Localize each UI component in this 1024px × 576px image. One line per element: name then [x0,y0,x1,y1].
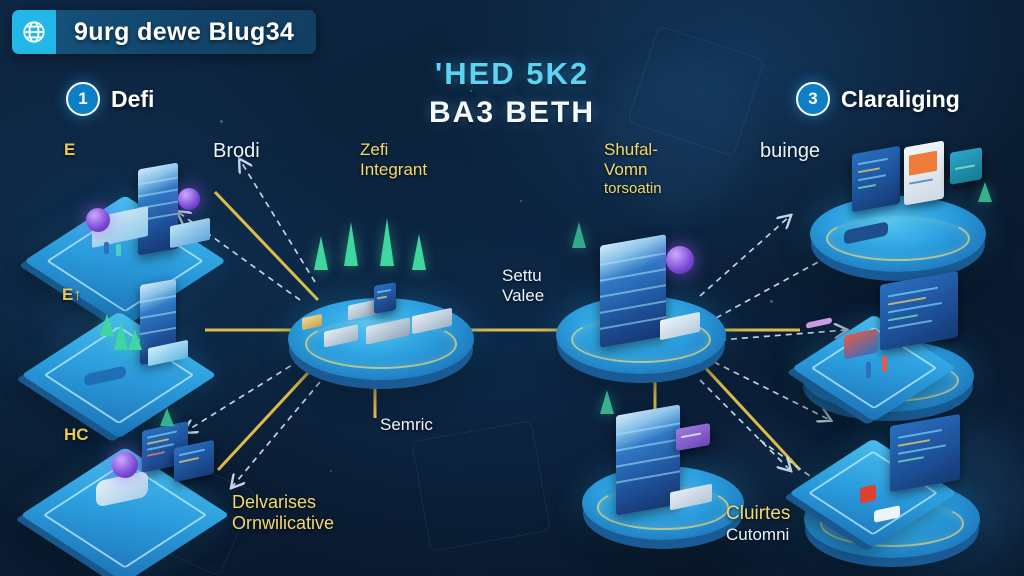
tree-icon [978,182,992,202]
section-label: Defi [111,85,155,112]
section-number-badge: 1 [66,82,100,116]
code-panel [890,413,960,493]
figure [104,242,109,254]
label-settu-valee: Settu Valee [502,266,544,306]
figure [866,362,871,378]
hub-second [556,222,726,380]
label-zefi-line2: Integrant [360,160,428,180]
display-panel [174,439,214,483]
island-left-3 [20,400,260,576]
label-zefi-integrant: Zefi Integrant [360,140,427,180]
banner-title: 9urg dewe Blug34 [74,17,295,46]
island-left-2 [21,270,248,439]
hub-center [288,218,474,390]
label-shufal-line1: Shufal- [604,140,658,159]
figure [116,244,121,256]
tree-icon [600,390,614,414]
label-glyph-e1: E [64,140,76,159]
figure [882,356,887,372]
title-banner[interactable]: 9urg dewe Blug34 [12,10,317,54]
display-panel [950,147,982,185]
code-panel [880,271,958,351]
section-header-defi[interactable]: 1 Defi [66,82,154,116]
globe-icon [12,10,56,54]
tree-icon [100,314,114,336]
prop-block [806,317,832,329]
display-panel [374,282,396,314]
tree-icon [114,322,128,350]
decorative-orb [86,208,110,232]
decorative-orb [112,452,138,478]
island-right-3 [788,413,1018,564]
label-settu-line1: Settu [502,266,542,285]
label-zefi-line1: Zefi [360,140,389,159]
decorative-orb [666,246,694,274]
tree-icon [412,234,426,270]
tree-icon [314,236,328,270]
section-label: Claraliging [841,85,960,112]
label-settu-line2: Valee [502,286,545,306]
display-panel [676,423,710,451]
section-number-badge: 3 [796,82,830,116]
island-left-1 [23,160,252,327]
tree-icon [160,408,174,426]
display-panel [904,140,944,206]
label-shufal-vomn: Shufal- Vomn torsoatin [604,140,662,198]
island-right-1 [800,140,1010,272]
decorative-orb [178,188,200,210]
label-shufal-line3: torsoatin [604,180,662,198]
section-header-claraliging[interactable]: 3 Claraliging [796,82,960,116]
building-block [600,234,666,348]
tree-icon [128,330,142,350]
tree-icon [572,222,586,248]
tree-icon [380,218,394,266]
tree-icon [344,222,358,266]
label-shufal-line2: Vomn [604,160,648,180]
label-semric: Semric [380,415,433,434]
island-right-2 [791,271,1012,422]
display-panel [852,145,900,213]
island-bottom-center [576,390,766,548]
island-platform [810,196,986,272]
